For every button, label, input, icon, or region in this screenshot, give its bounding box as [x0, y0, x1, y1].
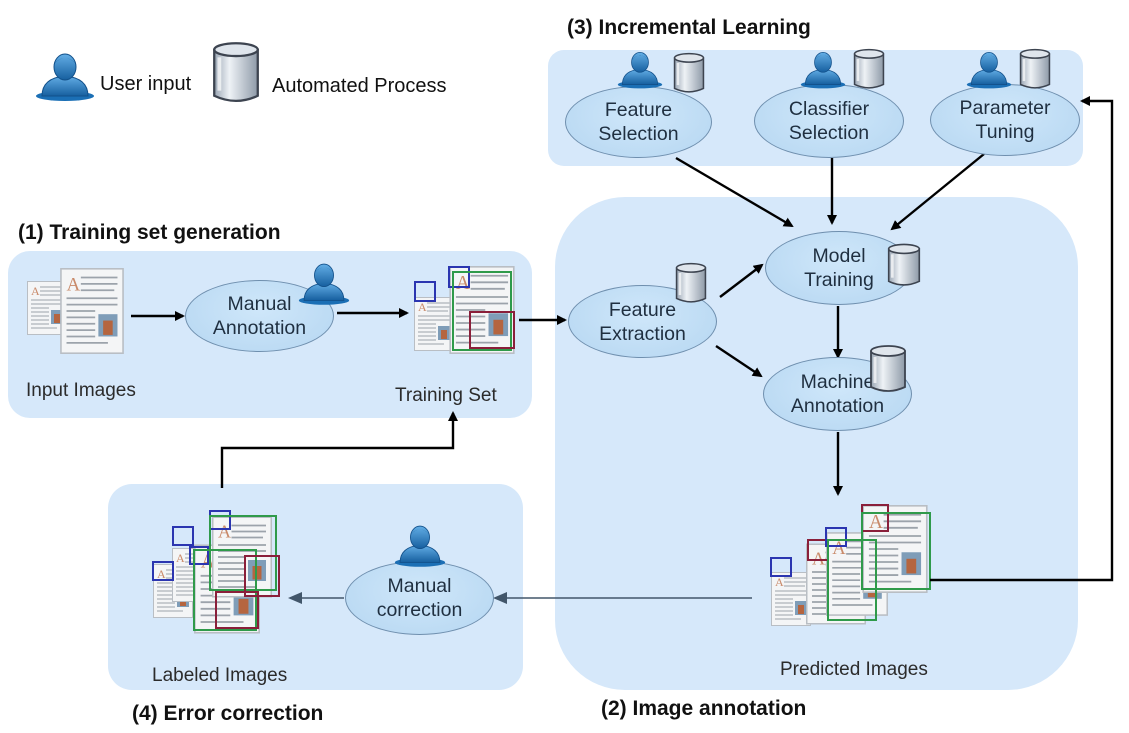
section-title-incremental-learning: (3) Incremental Learning — [567, 16, 811, 39]
caption-input-images: Input Images — [26, 380, 136, 401]
server-icon — [887, 242, 921, 287]
section-title-image-annotation: (2) Image annotation — [601, 697, 807, 720]
node-classifier-selection: Classifier Selection — [754, 84, 904, 158]
server-icon — [869, 344, 907, 393]
arrow-predicted-to-parameter-tuning — [930, 96, 1114, 582]
predicted-images-icon — [770, 504, 931, 627]
training-set-icon — [414, 266, 515, 354]
caption-labeled-images: Labeled Images — [152, 665, 288, 686]
user-icon — [298, 263, 350, 306]
node-feature-selection: Feature Selection — [565, 86, 712, 158]
arrow-extraction-to-model — [719, 263, 764, 298]
legend-user-input-label: User input — [100, 73, 192, 95]
node-parameter-tuning: Parameter Tuning — [930, 84, 1080, 156]
section-title-error-correction: (4) Error correction — [132, 702, 324, 725]
node-manual-correction: Manual correction — [345, 561, 494, 635]
caption-predicted-images: Predicted Images — [780, 659, 928, 680]
legend-user-icon — [35, 53, 95, 102]
section-title-training-set-generation: (1) Training set generation — [18, 221, 281, 244]
arrow-parameter-to-model — [890, 153, 985, 231]
server-icon — [1019, 48, 1051, 90]
server-icon — [675, 262, 707, 304]
server-icon — [853, 48, 885, 90]
arrow-feature-selection-to-model — [675, 156, 794, 228]
arrow-labeled-to-training-set — [220, 411, 458, 488]
labeled-images-icon — [152, 510, 280, 634]
flow-arrows — [131, 96, 1114, 582]
node-feature-extraction: Feature Extraction — [568, 285, 717, 358]
server-icon — [673, 52, 705, 94]
caption-training-set: Training Set — [395, 385, 497, 406]
legend-automated-process-label: Automated Process — [272, 75, 447, 97]
user-icon — [800, 51, 846, 89]
legend-server-icon — [212, 42, 260, 103]
user-icon — [394, 525, 446, 568]
node-machine-annotation: Machine Annotation — [763, 357, 912, 431]
user-icon — [966, 51, 1012, 89]
arrow-extraction-to-machine — [715, 345, 763, 378]
user-icon — [617, 51, 663, 89]
